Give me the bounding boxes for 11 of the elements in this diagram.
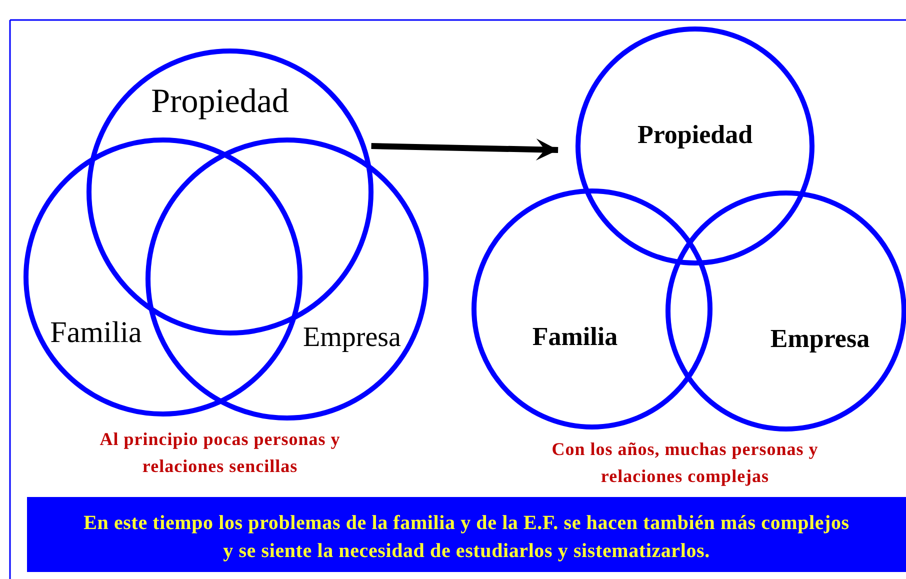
caption-text: Al principio pocas personas y relaciones sencillas [98, 428, 342, 478]
circle-label: Familia [532, 324, 618, 350]
circle-label: Empresa [770, 326, 870, 352]
note-banner [27, 497, 906, 572]
caption-text: Con los años, muchas personas y relaciones complejas [550, 438, 820, 488]
circle-label: Propiedad [151, 85, 289, 119]
banner-text: En este tiempo los problemas de la familia y de la E.F. se hacen también más complejos y se siente la necesidad de estudiarlos y sistematizarlos. [82, 511, 850, 564]
circle-label: Propiedad [637, 122, 753, 148]
circle-label: Empresa [303, 324, 401, 352]
circle-label: Familia [50, 318, 142, 348]
arrow [371, 138, 558, 161]
